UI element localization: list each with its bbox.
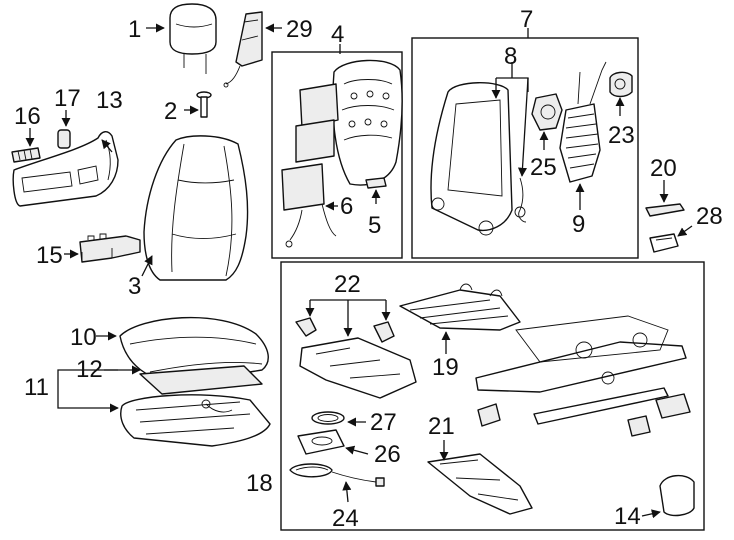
wire-harness-part xyxy=(289,463,385,487)
side-trim-part xyxy=(12,131,119,207)
seatback-pad-part xyxy=(332,59,403,186)
callout-2: 2 xyxy=(164,98,177,125)
cushion-pan-part xyxy=(295,317,417,399)
callout-5: 5 xyxy=(368,212,381,239)
seatback-frame-part xyxy=(430,82,527,236)
callout-27: 27 xyxy=(370,409,397,436)
callout-15: 15 xyxy=(36,242,63,269)
callout-23: 23 xyxy=(608,122,635,149)
callout-22: 22 xyxy=(334,271,361,298)
callout-17: 17 xyxy=(54,85,81,112)
lumbar-motor-part xyxy=(531,93,563,131)
callout-1: 1 xyxy=(128,16,141,43)
callout-28: 28 xyxy=(696,203,723,230)
callout-26: 26 xyxy=(374,441,401,468)
slide-knob-part xyxy=(57,129,71,149)
latch-cover-part xyxy=(645,203,685,217)
airbag-module-part xyxy=(223,11,263,88)
seat-track-part xyxy=(475,315,687,425)
heater-mat-part xyxy=(281,83,339,248)
callout-14: 14 xyxy=(614,503,641,530)
callout-21: 21 xyxy=(428,413,455,440)
headrest-part xyxy=(169,3,217,74)
track-motor-part xyxy=(477,393,691,437)
trim-cap-part xyxy=(659,475,695,517)
callout-7: 7 xyxy=(520,6,533,33)
callout-12: 12 xyxy=(76,356,103,383)
callout-labels: 1 29 2 3 4 5 6 7 8 9 10 11 12 13 14 15 1… xyxy=(14,6,723,532)
callout-18: 18 xyxy=(246,470,273,497)
latch-bracket-part xyxy=(649,233,679,253)
lumbar-support-part xyxy=(559,61,607,183)
clip-part xyxy=(365,177,387,189)
leader-lines xyxy=(25,23,693,519)
headrest-guide-part xyxy=(196,91,212,118)
callout-25: 25 xyxy=(530,154,557,181)
callout-19: 19 xyxy=(432,354,459,381)
callout-3: 3 xyxy=(128,273,141,300)
group-box-7 xyxy=(411,37,639,259)
callout-6: 6 xyxy=(340,193,353,220)
callout-9: 9 xyxy=(572,211,585,238)
callout-20: 20 xyxy=(650,155,677,182)
callout-24: 24 xyxy=(332,505,359,532)
callout-8: 8 xyxy=(504,43,517,70)
under-tray-part xyxy=(427,453,533,515)
callout-11: 11 xyxy=(24,374,49,401)
callout-10: 10 xyxy=(70,324,97,351)
seatback-cover-part xyxy=(143,135,249,281)
seat-spring-part xyxy=(399,283,521,331)
seal-ring-part xyxy=(311,411,345,425)
recline-knob-part xyxy=(11,147,41,163)
callout-29: 29 xyxy=(286,16,313,43)
callout-4: 4 xyxy=(331,21,344,48)
callout-13: 13 xyxy=(96,87,123,114)
bracket-part xyxy=(609,71,633,98)
switch-base-part xyxy=(297,429,345,455)
group-box-4 xyxy=(271,51,403,259)
cushion-pad-part xyxy=(120,394,271,447)
group-box-18 xyxy=(280,261,705,531)
cushion-heater-part xyxy=(139,365,263,395)
callout-16: 16 xyxy=(14,103,41,130)
control-module-part xyxy=(79,233,141,263)
